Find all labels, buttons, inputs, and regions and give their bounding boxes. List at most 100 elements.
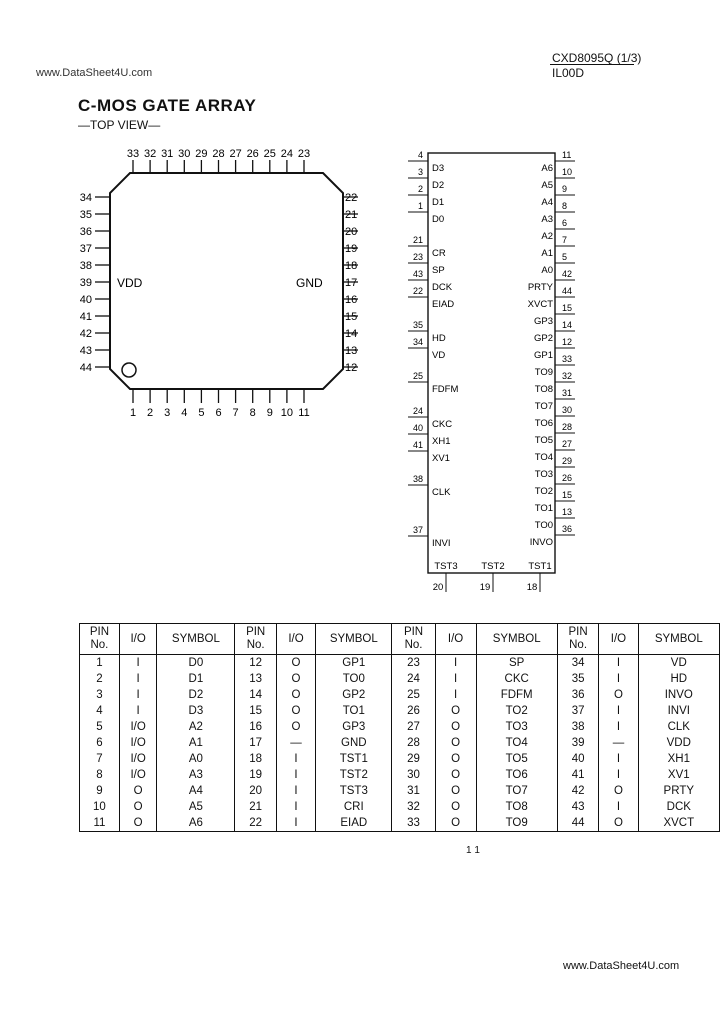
pin-no-cell: 20 xyxy=(234,783,277,799)
logic-right-signal: TO9 xyxy=(535,367,553,378)
qfp-body xyxy=(109,172,344,390)
io-cell: I/O xyxy=(118,751,158,767)
io-cell: O xyxy=(275,719,317,735)
io-cell: I xyxy=(598,654,639,671)
logic-bottom-signal: TST1 xyxy=(528,561,551,572)
logic-left-pin-number: 25 xyxy=(413,371,423,381)
io-cell: O xyxy=(118,799,158,815)
pin-no-cell: 8 xyxy=(79,767,120,783)
logic-left-pin-number: 21 xyxy=(413,235,423,245)
pin-no-cell: 1 xyxy=(79,654,120,671)
symbol-cell: CKC xyxy=(475,671,558,687)
symbol-cell: D3 xyxy=(156,703,236,719)
symbol-cell: A2 xyxy=(156,719,236,735)
symbol-cell: TO0 xyxy=(315,671,393,687)
logic-left-signal: D2 xyxy=(432,180,444,191)
io-cell: I/O xyxy=(118,719,158,735)
logic-right-signal: A4 xyxy=(541,197,553,208)
io-cell: I xyxy=(598,799,639,815)
symbol-cell: TO5 xyxy=(475,751,558,767)
logic-left-pin-number: 3 xyxy=(418,167,423,177)
pin-no-cell: 5 xyxy=(79,719,120,735)
io-cell: I xyxy=(118,654,158,671)
logic-left-signal: FDFM xyxy=(432,384,458,395)
pin-no-cell: 27 xyxy=(391,719,436,735)
top-pin-number: 30 xyxy=(178,148,190,160)
io-cell: I xyxy=(275,799,317,815)
logic-left-signal: VD xyxy=(432,350,445,361)
pin-no-cell: 37 xyxy=(556,703,600,719)
io-cell: O xyxy=(434,735,477,751)
header-io: I/O xyxy=(275,623,317,655)
logic-right-signal: A3 xyxy=(541,214,553,225)
bottom-pin-number: 10 xyxy=(281,407,293,419)
bottom-pin-number: 6 xyxy=(215,407,221,419)
logic-right-pin-number: 36 xyxy=(562,524,572,534)
right-pin-number: 16 xyxy=(345,294,357,306)
logic-left-signal: SP xyxy=(432,265,445,276)
pin-no-cell: 35 xyxy=(556,671,600,687)
io-cell: O xyxy=(434,799,477,815)
logic-right-pin-number: 7 xyxy=(562,235,567,245)
symbol-cell: D1 xyxy=(156,671,236,687)
page-mark: 1 1 xyxy=(466,845,480,856)
logic-right-signal: INVO xyxy=(530,537,553,548)
logic-right-pin-number: 5 xyxy=(562,252,567,262)
top-pin-number: 23 xyxy=(298,148,310,160)
symbol-cell: GP2 xyxy=(315,687,393,703)
pin-no-cell: 16 xyxy=(234,719,277,735)
bottom-pin-number: 5 xyxy=(198,407,204,419)
right-pin-number: 19 xyxy=(345,243,357,255)
pin-no-cell: 3 xyxy=(79,687,120,703)
left-pin-number: 43 xyxy=(80,345,92,357)
footer-url: www.DataSheet4U.com xyxy=(563,960,680,972)
symbol-cell: INVI xyxy=(637,703,720,719)
logic-right-pin-number: 27 xyxy=(562,439,572,449)
pin-no-cell: 14 xyxy=(234,687,277,703)
logic-right-signal: TO2 xyxy=(535,486,553,497)
symbol-cell: A0 xyxy=(156,751,236,767)
io-cell: I xyxy=(275,783,317,799)
io-cell: I xyxy=(598,703,639,719)
logic-right-signal: A2 xyxy=(541,231,553,242)
pin-no-cell: 13 xyxy=(234,671,277,687)
io-cell: O xyxy=(275,703,317,719)
io-cell: O xyxy=(434,719,477,735)
logic-left-pin-number: 23 xyxy=(413,252,423,262)
logic-right-signal: TO0 xyxy=(535,520,553,531)
logic-right-pin-number: 31 xyxy=(562,388,572,398)
symbol-cell: PRTY xyxy=(637,783,720,799)
io-cell: O xyxy=(434,703,477,719)
logic-left-pin-number: 41 xyxy=(413,440,423,450)
logic-left-signal: D3 xyxy=(432,163,444,174)
logic-right-pin-number: 11 xyxy=(562,150,571,160)
io-cell: I xyxy=(275,767,317,783)
pin-no-cell: 12 xyxy=(234,654,277,671)
io-cell: I xyxy=(118,703,158,719)
page-title: C-MOS GATE ARRAY xyxy=(78,96,257,115)
logic-right-pin-number: 33 xyxy=(562,354,572,364)
logic-right-signal: A6 xyxy=(541,163,553,174)
document-code: IL00D xyxy=(552,66,585,80)
logic-left-signal: EIAD xyxy=(432,299,454,310)
pin-no-cell: 17 xyxy=(234,735,277,751)
top-pin-number: 26 xyxy=(247,148,259,160)
io-cell: I xyxy=(275,751,317,767)
logic-right-pin-number: 12 xyxy=(562,337,572,347)
logic-left-pin-number: 22 xyxy=(413,286,423,296)
pin-no-cell: 44 xyxy=(556,815,600,832)
left-pin-number: 38 xyxy=(80,260,92,272)
io-cell: I xyxy=(598,671,639,687)
symbol-cell: INVO xyxy=(637,687,720,703)
logic-bottom-pin-number: 19 xyxy=(480,582,491,593)
pin-no-cell: 7 xyxy=(79,751,120,767)
io-cell: O xyxy=(598,783,639,799)
pin-no-cell: 18 xyxy=(234,751,277,767)
